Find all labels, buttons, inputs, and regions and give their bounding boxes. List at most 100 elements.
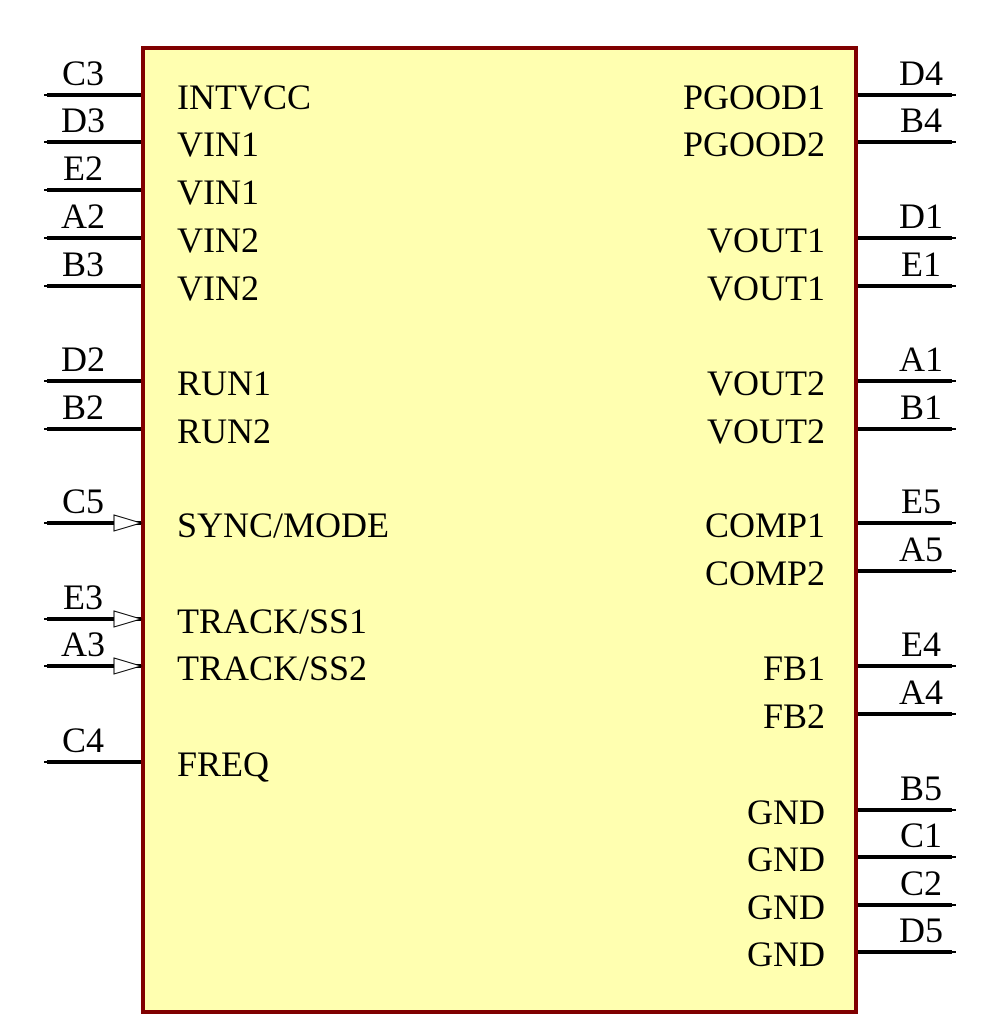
pin-number: B3 xyxy=(61,244,104,284)
pin-endpoint xyxy=(952,380,956,382)
pin-number: B1 xyxy=(899,387,942,427)
pin-endpoint xyxy=(44,428,48,430)
pin-line[interactable] xyxy=(858,903,952,907)
pin-endpoint xyxy=(952,522,956,524)
pin-number: E4 xyxy=(901,624,941,664)
pin-name: RUN2 xyxy=(177,411,272,451)
pin-endpoint xyxy=(44,665,48,667)
pin-endpoint xyxy=(44,189,48,191)
pin-line[interactable] xyxy=(47,188,141,192)
pin-line[interactable] xyxy=(47,760,141,764)
pin-endpoint xyxy=(952,237,956,239)
pin-line[interactable] xyxy=(858,236,952,240)
pin-line[interactable] xyxy=(858,140,952,144)
pin-number: D5 xyxy=(899,910,943,950)
pin-line[interactable] xyxy=(47,617,141,621)
pin-number: E2 xyxy=(63,148,103,188)
pin-number: D1 xyxy=(899,196,943,236)
pin-name: VIN1 xyxy=(177,172,259,212)
pin-name: VIN2 xyxy=(177,220,259,260)
pin-endpoint xyxy=(952,141,956,143)
pin-endpoint xyxy=(952,713,956,715)
pin-name: INTVCC xyxy=(177,77,311,117)
pin-line[interactable] xyxy=(858,808,952,812)
pin-number: A2 xyxy=(61,196,105,236)
pin-endpoint xyxy=(44,94,48,96)
pin-number: C2 xyxy=(899,863,942,903)
pin-number: A5 xyxy=(899,529,943,569)
pin-name: VOUT1 xyxy=(707,220,825,260)
pin-number: C1 xyxy=(899,815,942,855)
pin-endpoint xyxy=(952,809,956,811)
pin-name: COMP2 xyxy=(704,553,825,593)
pin-number: B5 xyxy=(899,768,942,808)
pin-endpoint xyxy=(952,904,956,906)
pin-line[interactable] xyxy=(858,712,952,716)
pin-line[interactable] xyxy=(47,93,141,97)
pin-line[interactable] xyxy=(47,521,141,525)
pin-number: A1 xyxy=(899,339,943,379)
component-body[interactable] xyxy=(141,46,858,1014)
pin-number: C4 xyxy=(61,720,104,760)
pin-endpoint xyxy=(952,570,956,572)
pin-number: C3 xyxy=(61,53,104,93)
pin-endpoint xyxy=(952,428,956,430)
pin-line[interactable] xyxy=(47,236,141,240)
pin-name: VOUT1 xyxy=(707,268,825,308)
pin-endpoint xyxy=(44,761,48,763)
pin-endpoint xyxy=(44,141,48,143)
pin-number: D4 xyxy=(899,53,943,93)
pin-line[interactable] xyxy=(858,379,952,383)
pin-number: D2 xyxy=(61,339,105,379)
pin-line[interactable] xyxy=(858,664,952,668)
pin-line[interactable] xyxy=(858,569,952,573)
pin-endpoint xyxy=(952,285,956,287)
pin-endpoint xyxy=(952,951,956,953)
pin-name: VOUT2 xyxy=(707,411,825,451)
pin-name: FB2 xyxy=(762,696,825,736)
pin-endpoint xyxy=(952,856,956,858)
pin-number: E3 xyxy=(63,577,103,617)
pin-line[interactable] xyxy=(858,427,952,431)
pin-number: E1 xyxy=(901,244,941,284)
pin-number: C5 xyxy=(61,481,104,521)
pin-name: GND xyxy=(747,792,825,832)
pin-name: GND xyxy=(747,887,825,927)
pin-endpoint xyxy=(952,665,956,667)
pin-number: A4 xyxy=(899,672,943,712)
pin-number: D3 xyxy=(61,100,105,140)
pin-endpoint xyxy=(44,285,48,287)
pin-number: B4 xyxy=(899,100,942,140)
pin-endpoint xyxy=(44,618,48,620)
pin-name: TRACK/SS2 xyxy=(177,648,368,688)
pin-line[interactable] xyxy=(858,284,952,288)
pin-name: COMP1 xyxy=(704,505,825,545)
pin-name: FB1 xyxy=(762,648,825,688)
pin-endpoint xyxy=(44,380,48,382)
pin-line[interactable] xyxy=(47,284,141,288)
pin-name: GND xyxy=(747,934,825,974)
pin-name: PGOOD2 xyxy=(682,124,825,164)
pin-number: E5 xyxy=(901,481,941,521)
pin-name: FREQ xyxy=(177,744,270,784)
pin-number: B2 xyxy=(61,387,104,427)
pin-name: GND xyxy=(747,839,825,879)
pin-line[interactable] xyxy=(47,427,141,431)
pin-name: VOUT2 xyxy=(707,363,825,403)
pin-line[interactable] xyxy=(47,140,141,144)
pin-name: RUN1 xyxy=(177,363,272,403)
pin-endpoint xyxy=(44,522,48,524)
pin-name: VIN2 xyxy=(177,268,259,308)
pin-line[interactable] xyxy=(858,950,952,954)
pin-line[interactable] xyxy=(858,855,952,859)
pin-line[interactable] xyxy=(47,664,141,668)
pin-number: A3 xyxy=(61,624,105,664)
pin-name: PGOOD1 xyxy=(682,77,825,117)
pin-name: TRACK/SS1 xyxy=(177,601,368,641)
pin-line[interactable] xyxy=(858,521,952,525)
pin-name: SYNC/MODE xyxy=(177,505,390,545)
pin-endpoint xyxy=(952,94,956,96)
pin-line[interactable] xyxy=(858,93,952,97)
pin-line[interactable] xyxy=(47,379,141,383)
